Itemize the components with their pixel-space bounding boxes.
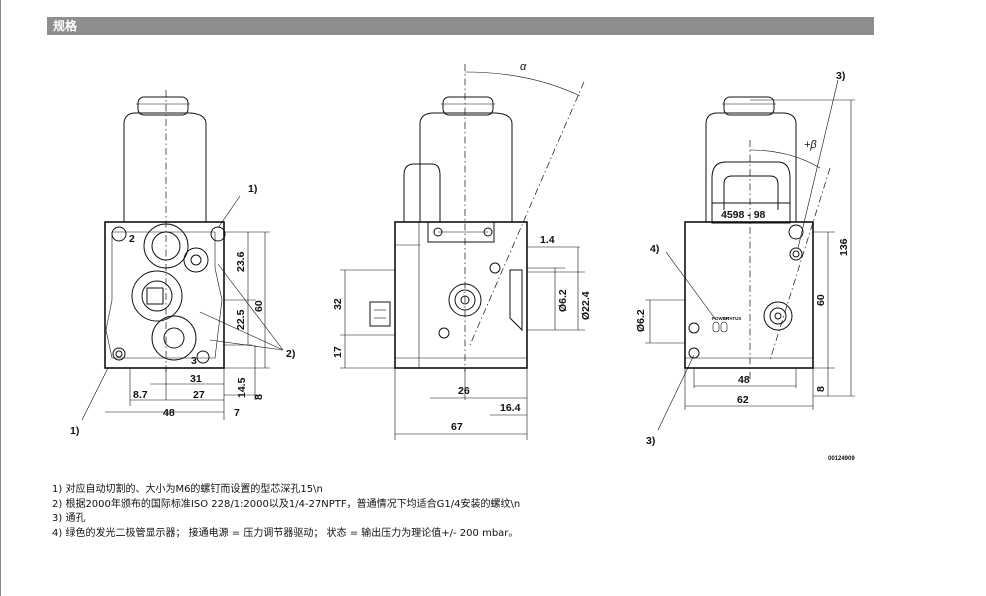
side-dim-1.4: 1.4 [540,234,555,246]
side-dim-d22.4: Ø22.4 [580,291,592,320]
front-dim-48: 48 [163,407,175,419]
mark-3: 3 [191,355,197,367]
led-power-label: POWER [712,316,730,321]
front-callout-2: 2) [286,348,295,360]
front-callout-1-bottom: 1) [70,425,79,437]
front-dim-27: 27 [193,389,205,401]
drawing-id: 00124909 [828,456,855,462]
label-plate: 4598 - 98 [721,209,766,221]
section-header: 规格 [47,17,874,35]
technical-drawing: 2 3 23.6 22.5 60 31 27 [70,61,855,447]
side-view: α 1.4 Ø6.2 Ø22.4 [332,61,592,440]
angle-beta: +β [804,139,817,151]
side-dim-17: 17 [332,346,344,358]
side-dim-32: 32 [332,298,344,310]
front-dim-22.5: 22.5 [235,309,247,330]
side-dim-d6.2: Ø6.2 [557,289,569,312]
front-dim-8: 8 [253,394,265,400]
footnote-1: 1) 对应自动切割的、大小为M6的螺钉而设置的型芯深孔15\n [52,484,323,495]
back-dim-136: 136 [838,238,850,256]
side-dim-26: 26 [458,385,470,397]
side-dim-67: 67 [451,421,463,433]
front-callout-1-top: 1) [248,183,257,195]
front-view: 2 3 23.6 22.5 60 31 27 [70,90,295,437]
footnotes: 1) 对应自动切割的、大小为M6的螺钉而设置的型芯深孔15\n 2) 根据200… [52,483,872,541]
side-dim-16.4: 16.4 [500,402,521,414]
front-dim-60: 60 [253,300,265,312]
back-dim-60: 60 [815,294,827,306]
back-dim-62: 62 [737,394,749,406]
footnote-2: 2) 根据2000年颁布的国际标准ISO 228/1:2000以及1/4-27N… [52,498,521,510]
front-dim-14.5: 14.5 [236,377,248,398]
led-status-label: STATUS [724,316,741,321]
front-dim-23.6: 23.6 [235,251,247,272]
back-dim-8: 8 [815,386,827,392]
front-dim-7: 7 [234,407,240,419]
back-callout-3-top: 3) [836,70,845,82]
left-border [0,0,1,596]
back-dim-48: 48 [738,374,750,386]
angle-alpha: α [520,61,527,73]
back-callout-4: 4) [650,243,659,255]
front-dim-31: 31 [190,373,202,385]
back-view: 4598 - 98 +β POWER STATUS 4) 3 [635,70,855,447]
back-dim-d6.2: Ø6.2 [635,309,647,332]
front-dim-8.7: 8.7 [133,389,148,401]
footnote-3: 3) 通孔 [52,513,86,525]
mark-2: 2 [129,233,135,245]
back-callout-3-bottom: 3) [646,435,655,447]
footnote-4: 4) 绿色的发光二极管显示器； 接通电源 = 压力调节器驱动； 状态 = 输出压… [52,527,519,539]
